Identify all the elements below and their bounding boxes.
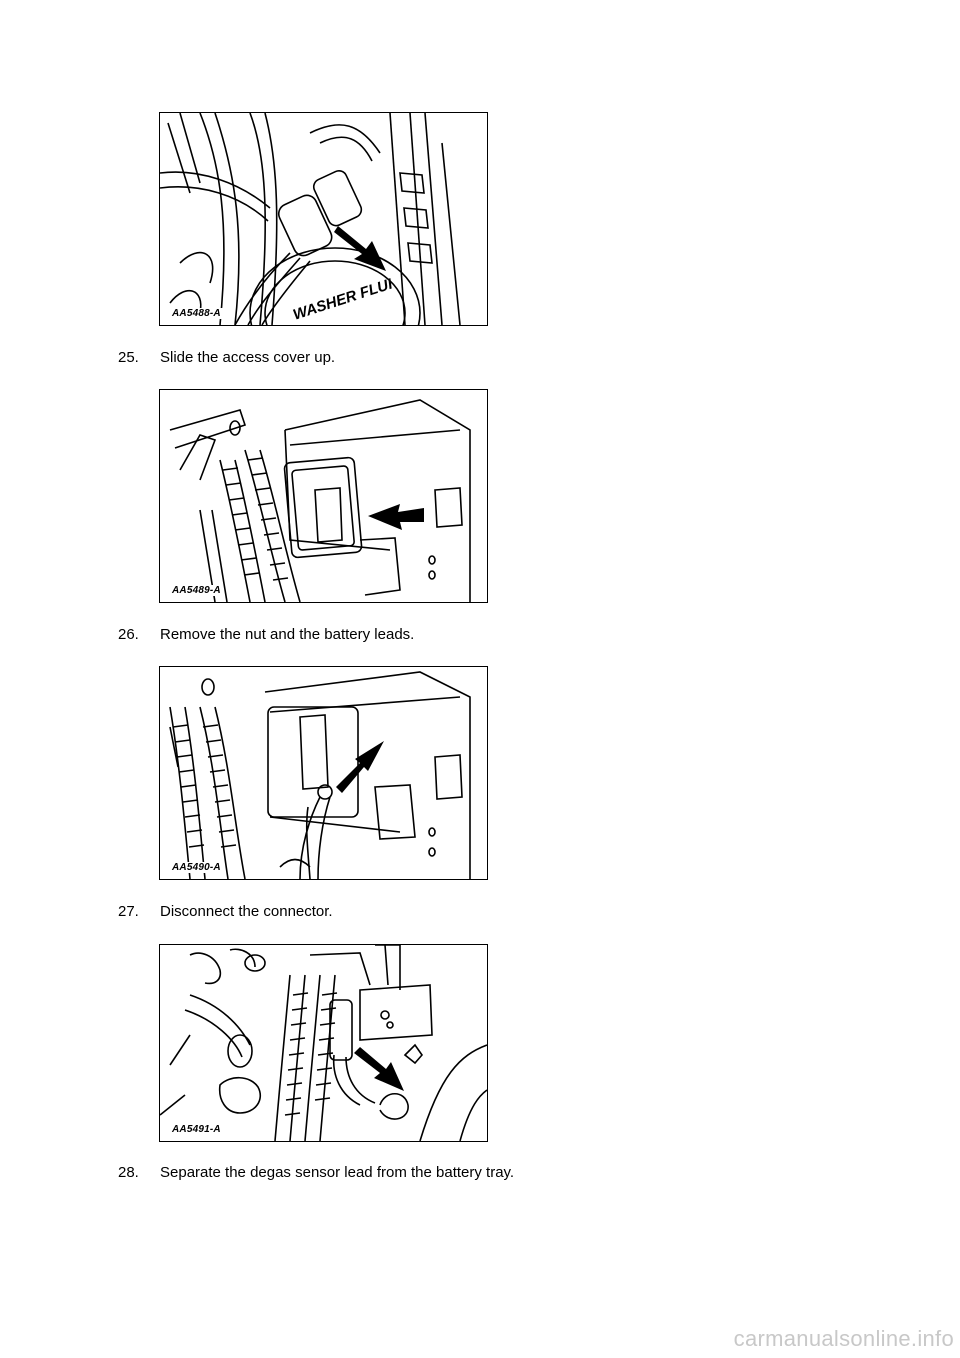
step-number: 28. xyxy=(118,1164,139,1181)
step-number: 25. xyxy=(118,349,139,366)
step-item: 25. Slide the access cover up. xyxy=(118,349,335,367)
arrow-icon xyxy=(368,504,424,530)
illustration-figure: WASHER FLUI AA5488-A xyxy=(159,112,488,326)
access-cover-drawing xyxy=(169,399,471,602)
illustration-figure: AA5489-A xyxy=(159,389,488,603)
figure-code: AA5488-A xyxy=(170,308,223,319)
watermark-text: carmanualsonline.info xyxy=(733,1326,954,1351)
figure-code: AA5490-A xyxy=(170,862,223,873)
arrow-icon xyxy=(354,1047,404,1091)
washer-cap-label: WASHER FLUI xyxy=(291,275,395,323)
connector-near-washer-drawing: WASHER FLUI xyxy=(160,113,461,325)
step-text: Separate the degas sensor lead from the … xyxy=(160,1164,515,1181)
illustration-figure: AA5491-A xyxy=(159,944,488,1142)
figure-code: AA5489-A xyxy=(170,585,223,596)
figure-code: AA5491-A xyxy=(170,1124,223,1135)
step-number: 26. xyxy=(118,626,139,643)
step-item: 27. Disconnect the connector. xyxy=(118,903,333,921)
step-number: 27. xyxy=(118,903,139,920)
arrow-icon xyxy=(334,226,386,271)
step-text: Remove the nut and the battery leads. xyxy=(160,626,415,643)
connector-disconnect-drawing xyxy=(160,945,487,1141)
step-item: 26. Remove the nut and the battery leads. xyxy=(118,626,414,644)
arrow-icon xyxy=(336,741,384,793)
step-text: Slide the access cover up. xyxy=(160,349,336,366)
step-item: 28. Separate the degas sensor lead from t… xyxy=(118,1164,514,1182)
step-text: Disconnect the connector. xyxy=(160,903,333,920)
illustration-figure: AA5490-A xyxy=(159,666,488,880)
battery-lead-nut-drawing xyxy=(169,671,471,879)
